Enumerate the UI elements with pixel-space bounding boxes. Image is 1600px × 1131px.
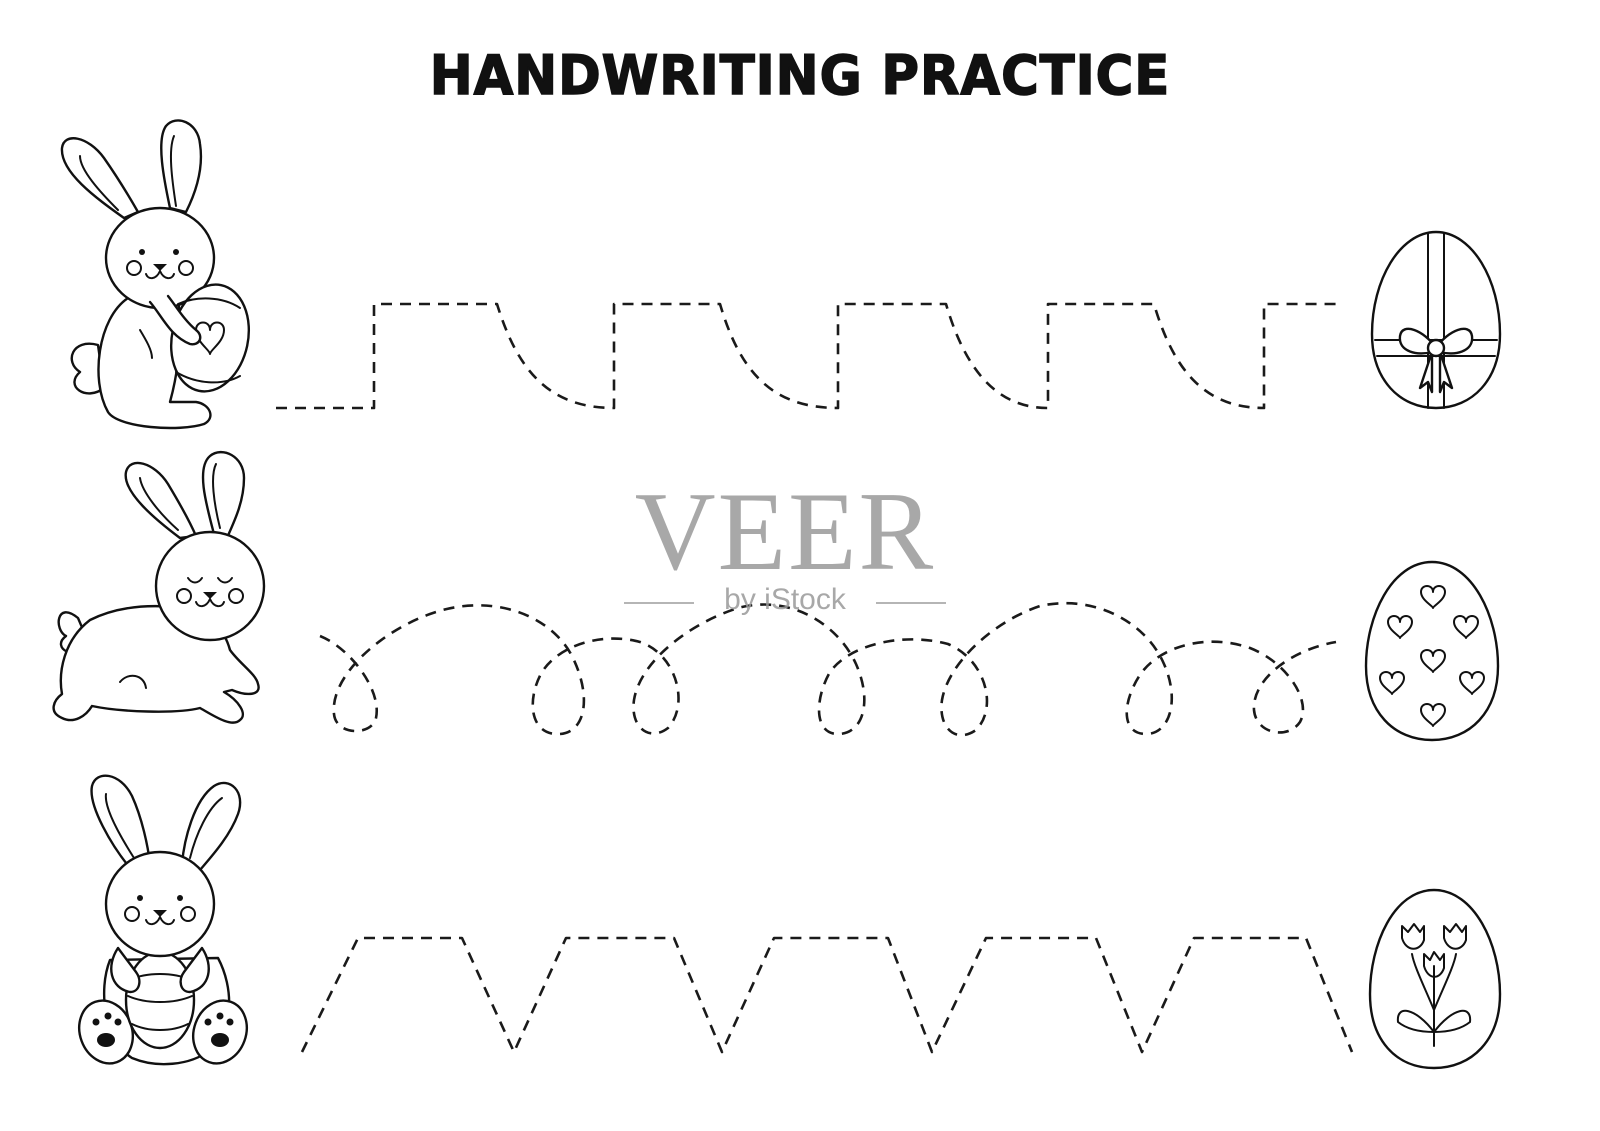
watermark-sub: by iStock [724,583,846,616]
running-bunny-icon [52,450,266,724]
sitting-bunny-with-egg-icon [78,774,248,1066]
trace-line-square-curve [276,302,1336,410]
bunny-hugging-egg-icon [60,119,251,430]
watermark-rule-right [876,602,946,604]
trace-line-loops [319,601,1337,737]
trace-line-trapezoid [300,936,1354,1054]
egg-with-bow-icon [1370,230,1502,410]
watermark-brand: VEER [634,470,936,594]
worksheet-title: HANDWRITING PRACTICE [429,43,1171,108]
egg-with-tulips-icon [1368,888,1502,1070]
egg-with-hearts-icon [1364,560,1500,742]
watermark-rule-left [624,602,694,604]
